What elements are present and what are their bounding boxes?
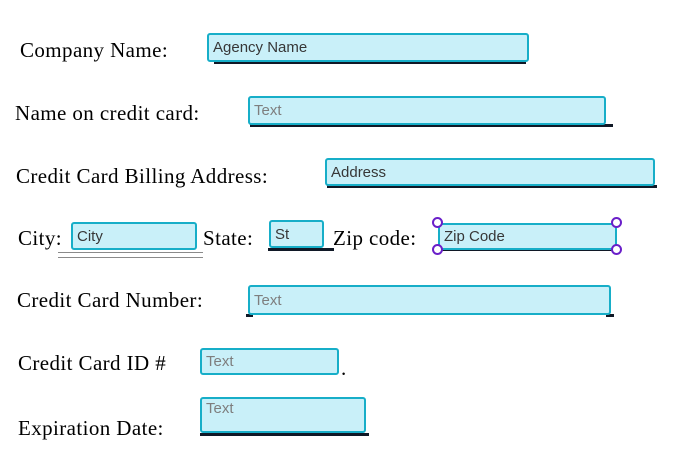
state-input[interactable] — [269, 220, 324, 248]
state-label: State: — [203, 226, 254, 250]
card-id-label: Credit Card ID # — [18, 351, 167, 375]
billing-address-input[interactable] — [325, 158, 655, 186]
company-name-label: Company Name: — [20, 38, 169, 62]
field-underline — [268, 248, 334, 251]
zip-label: Zip code: — [333, 226, 417, 250]
selection-handle-bottom-right[interactable] — [611, 244, 622, 255]
city-double-underline — [58, 252, 203, 258]
billing-address-label: Credit Card Billing Address: — [16, 164, 269, 188]
company-name-input[interactable] — [207, 33, 529, 62]
card-number-input[interactable] — [248, 285, 611, 315]
selection-handle-top-right[interactable] — [611, 217, 622, 228]
selection-handle-top-left[interactable] — [432, 217, 443, 228]
city-label: City: — [18, 226, 63, 250]
expiration-input[interactable] — [200, 397, 366, 433]
field-underline — [606, 314, 614, 317]
card-number-label: Credit Card Number: — [17, 288, 204, 312]
field-underline — [246, 314, 253, 317]
field-underline — [214, 62, 526, 64]
card-id-input[interactable] — [200, 348, 339, 375]
zip-input[interactable] — [438, 223, 617, 250]
name-on-card-input[interactable] — [248, 96, 606, 125]
name-on-card-label: Name on credit card: — [15, 101, 200, 125]
field-underline — [327, 185, 657, 188]
selection-handle-bottom-left[interactable] — [432, 244, 443, 255]
field-underline — [200, 433, 369, 436]
field-underline — [250, 124, 613, 127]
city-input[interactable] — [71, 222, 197, 250]
expiration-label: Expiration Date: — [18, 416, 164, 440]
card-id-trailing-period: . — [341, 356, 347, 380]
